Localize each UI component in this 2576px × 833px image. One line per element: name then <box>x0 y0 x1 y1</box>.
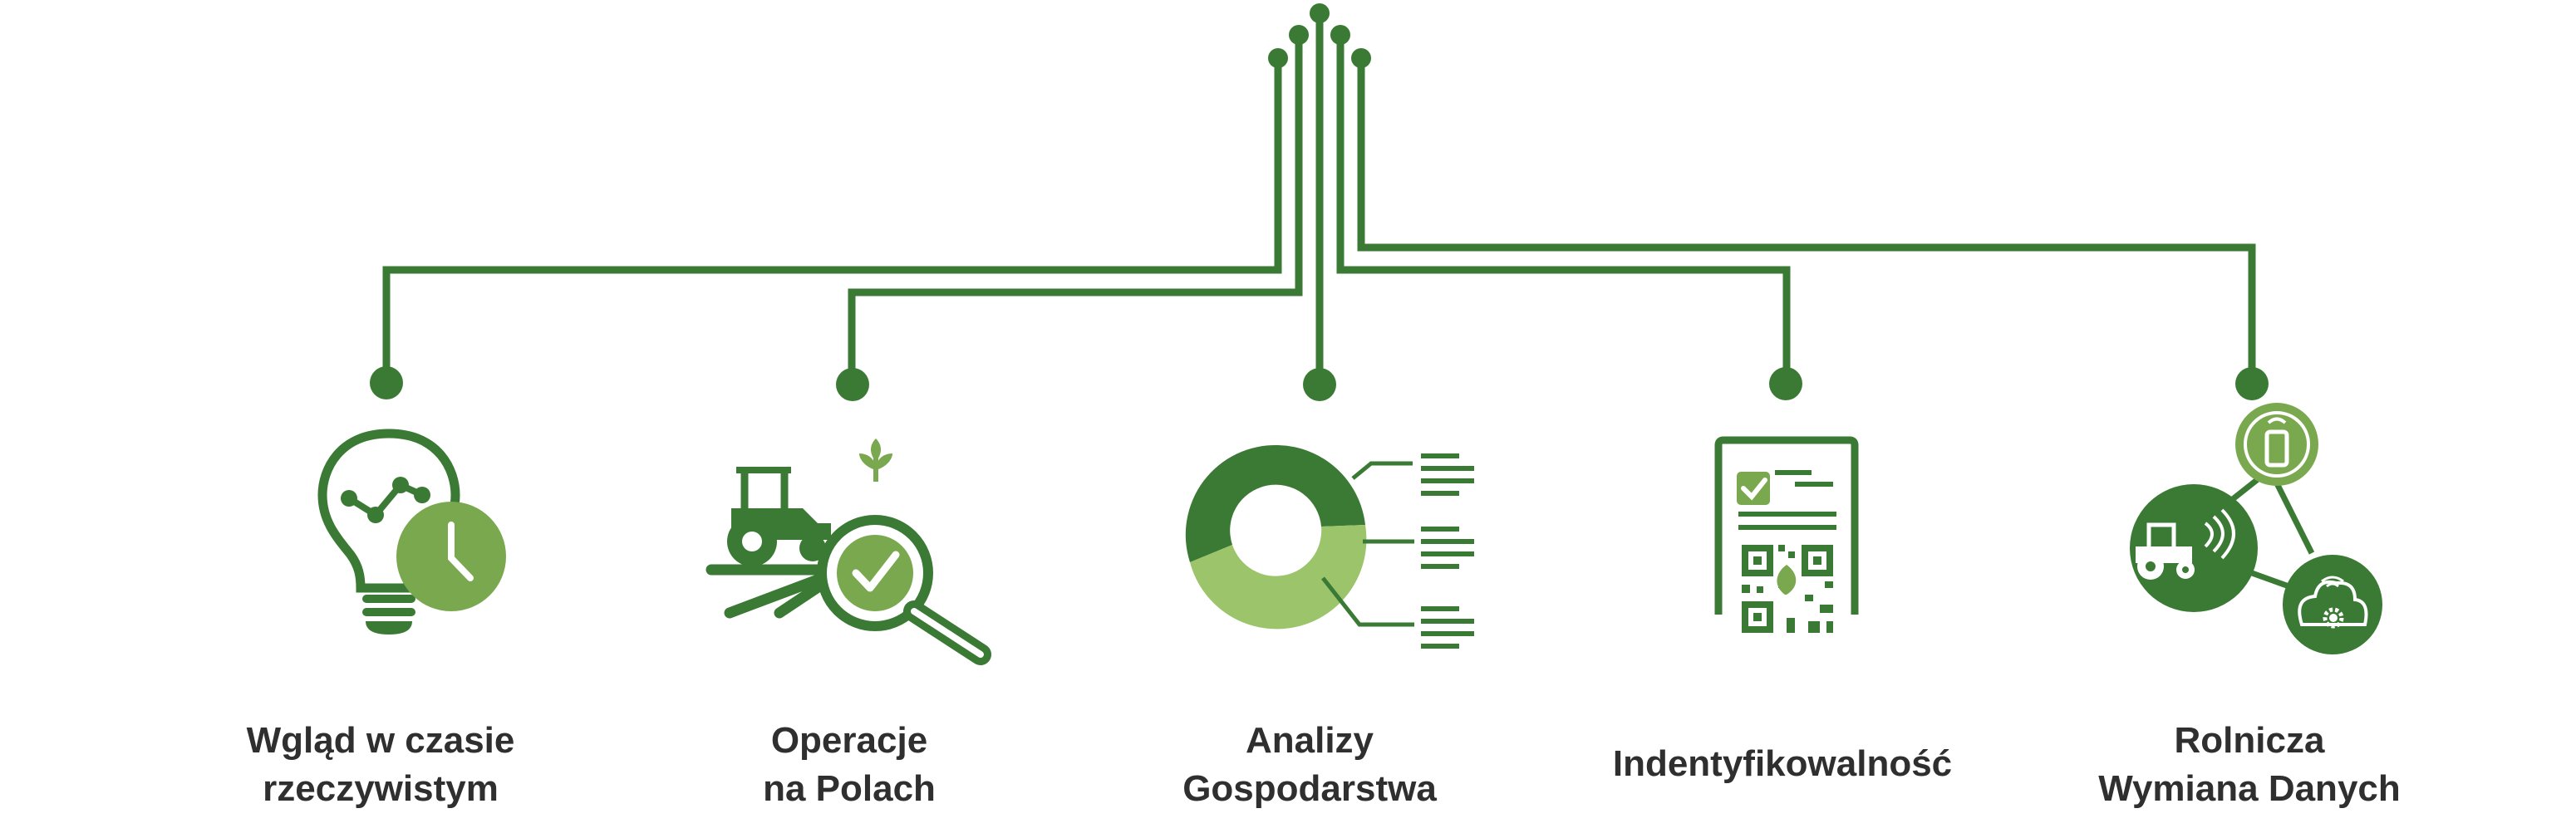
label-agricultural-data-exchange: Rolnicza Wymiana Danych <box>2017 717 2482 813</box>
qr-document-icon <box>1714 436 1859 633</box>
connector-line-4 <box>1336 35 1791 384</box>
label-traceability: Indentyfikowalność <box>1550 740 2015 788</box>
label-line: Wgląd w czasie <box>246 720 515 761</box>
label-field-operations: Operacje na Polach <box>617 717 1082 813</box>
connector-line-5 <box>1357 58 2256 384</box>
label-line: Analizy <box>1245 720 1374 761</box>
lightbulb-clock-icon <box>317 429 506 635</box>
connector-top-dot-1 <box>1268 48 1288 68</box>
node-dot-4 <box>1769 367 1802 400</box>
connector-top-dot-3 <box>1310 3 1330 23</box>
label-farm-analytics: Analizy Gospodarstwa <box>1077 717 1542 813</box>
donut-chart-icon <box>1185 444 1474 649</box>
label-line: na Polach <box>763 768 936 809</box>
label-line: Wymiana Danych <box>2098 768 2401 809</box>
connector-top-dot-2 <box>1289 25 1309 45</box>
node-dot-3 <box>1303 368 1336 401</box>
tractor-magnifier-icon <box>705 439 991 665</box>
connector-top-dot-5 <box>1351 48 1371 68</box>
node-dot-1 <box>370 366 403 399</box>
label-line: Rolnicza <box>2174 720 2325 761</box>
label-line: Gospodarstwa <box>1182 768 1437 809</box>
node-dot-2 <box>836 368 869 401</box>
label-line: rzeczywistym <box>263 768 499 809</box>
data-exchange-network-icon <box>2130 403 2382 654</box>
connector-line-1 <box>382 58 1282 382</box>
connector-line-2 <box>848 35 1303 384</box>
label-line: Indentyfikowalność <box>1612 743 1953 784</box>
label-line: Operacje <box>770 720 928 761</box>
label-real-time-insight: Wgląd w czasie rzeczywistym <box>148 717 613 813</box>
node-dot-5 <box>2235 367 2269 400</box>
connector-top-dot-4 <box>1330 25 1350 45</box>
